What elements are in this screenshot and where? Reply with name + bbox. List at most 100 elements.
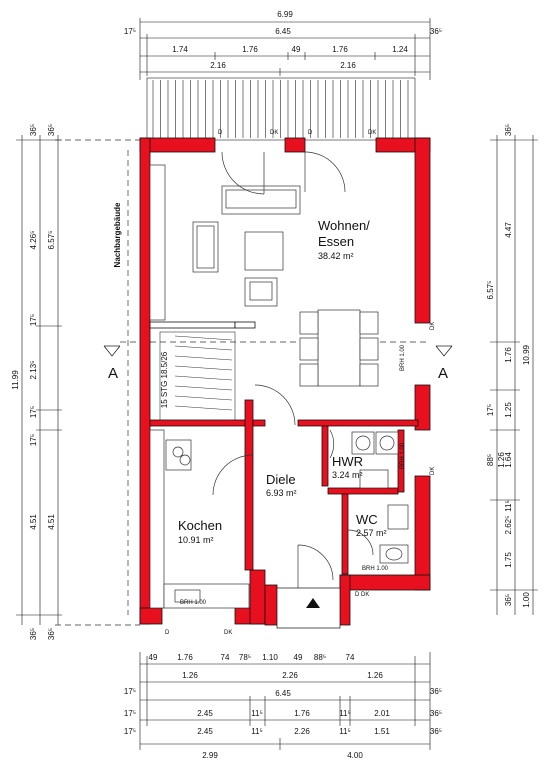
dim-right-7: 1.26 — [497, 452, 506, 468]
window-right-dk-2: DK — [430, 467, 436, 475]
hwr-fixtures — [351, 431, 399, 489]
neighbor-label: Nachbargebäude — [113, 202, 122, 267]
living-furniture — [149, 164, 379, 387]
dim-left-total: 11.99 — [11, 370, 20, 390]
stair-tread — [174, 365, 233, 371]
window-top-dk-1: DK — [270, 130, 278, 136]
dim-top-3-d: 1.76 — [332, 45, 348, 54]
section-label-left: A — [108, 365, 118, 382]
dim-bot-1-item: 49 — [149, 653, 158, 662]
brh-right-hwr: BRH 1.00 — [400, 442, 406, 469]
dim-top-2-right: 36⁵ — [430, 27, 442, 36]
neighbor-boundary — [55, 139, 430, 626]
room-wc-area: 2.57 m² — [356, 528, 387, 538]
dim-left-bot-b: 36⁵ — [47, 628, 56, 640]
right-dimensions — [490, 135, 538, 615]
top-dimensions — [139, 18, 431, 80]
dim-bot-5-e: 1.51 — [374, 727, 390, 736]
dim-bot-6-a: 2.99 — [202, 751, 218, 760]
dim-top-4-b: 2.16 — [340, 61, 356, 70]
entrance-arrow-icon — [306, 598, 320, 608]
dim-top-3-e: 1.24 — [392, 45, 408, 54]
room-diele-label: Diele — [266, 472, 296, 487]
dim-left-5: 17⁵ — [29, 406, 38, 418]
dim-right-5: 17⁵ — [486, 404, 495, 416]
dim-top-3-b: 1.76 — [242, 45, 258, 54]
window-bot-d: D — [165, 630, 170, 636]
dim-right-11: 11⁵ — [504, 500, 513, 512]
dim-top-3-c: 49 — [292, 45, 301, 54]
dim-top-2-left: 17⁵ — [124, 27, 136, 36]
window-wc-dk: DK — [361, 592, 369, 598]
dim-right-10: 1.75 — [504, 552, 513, 568]
dim-right-bot-b: 1.00 — [522, 592, 531, 608]
dim-bot-5-c: 2.26 — [294, 727, 310, 736]
dim-bot-4-right: 36⁵ — [430, 709, 442, 718]
dim-top-2: 6.45 — [275, 27, 291, 36]
dim-right-bot-a: 36⁵ — [504, 594, 513, 606]
dim-bot-1-item: 49 — [294, 653, 303, 662]
stair-tread — [174, 355, 233, 361]
wc-fixtures — [379, 504, 409, 564]
dim-bot-5-right: 36⁵ — [430, 727, 442, 736]
room-wohnen-area: 38.42 m² — [318, 251, 354, 261]
section-label-right: A — [438, 365, 448, 382]
kitchen-furniture — [149, 429, 250, 609]
dim-bot-4-b: 11⁵ — [251, 709, 263, 718]
room-wohnen-label-2: Essen — [318, 234, 354, 249]
dim-left-top-a: 36⁵ — [29, 124, 38, 136]
dim-bot-2-a: 1.26 — [182, 671, 198, 680]
dim-right-total: 10.99 — [522, 344, 531, 365]
dim-top-total: 6.99 — [277, 10, 293, 19]
dim-bot-1-item: 74 — [221, 653, 230, 662]
dim-bot-5-a: 2.45 — [197, 727, 213, 736]
window-top-dk-2: DK — [368, 130, 376, 136]
dim-bot-4-d: 11⁵ — [339, 709, 351, 718]
dim-bot-5-d: 11⁵ — [339, 727, 351, 736]
dim-left-8: 4.51 — [47, 514, 56, 530]
window-top-d-2: D — [308, 130, 313, 136]
dim-left-4: 2.13⁵ — [29, 361, 38, 380]
dim-right-1: 4.47 — [504, 222, 513, 238]
doors — [212, 151, 374, 588]
exterior-walls — [139, 137, 431, 626]
dim-bot-2-b: 2.26 — [282, 671, 298, 680]
room-diele-area: 6.93 m² — [266, 488, 297, 498]
dim-left-top-b: 36⁵ — [47, 124, 56, 136]
bottom-dimensions — [139, 652, 431, 750]
dim-bot-4-c: 1.76 — [294, 709, 310, 718]
stair-tread — [174, 385, 233, 391]
dim-top-3-a: 1.74 — [172, 45, 188, 54]
section-markers — [103, 345, 453, 357]
terrace-slats — [152, 80, 409, 138]
dim-left-bot-a: 36⁵ — [29, 628, 38, 640]
stair-tread — [174, 345, 233, 351]
dim-right-9: 2.62⁵ — [504, 516, 513, 535]
dim-bot-1-item: 1.10 — [262, 653, 278, 662]
stairs — [159, 331, 236, 421]
stair-label: 15 STG 18.5/26 — [160, 351, 169, 408]
dim-bot-6-b: 4.00 — [347, 751, 363, 760]
dim-right-6: 88⁵ — [486, 454, 495, 466]
dim-bot-3-left: 17⁵ — [124, 687, 136, 696]
brh-right-living: BRH 1.00 — [400, 344, 406, 371]
dim-right-4: 1.25 — [504, 402, 513, 418]
dim-bot-1-item: 78⁵ — [239, 653, 251, 662]
left-dimensions — [16, 135, 62, 625]
stair-tread — [174, 405, 233, 411]
window-wc-d: D — [355, 592, 360, 598]
dim-bot-4-a: 2.45 — [197, 709, 213, 718]
interior-walls — [149, 321, 419, 575]
dim-right-8: 1.64 — [504, 452, 513, 468]
dim-bot-1-item: 74 — [346, 653, 355, 662]
window-top-d-1: D — [218, 130, 223, 136]
dim-left-3: 17⁵ — [29, 314, 38, 326]
dim-bot-4-left: 17⁵ — [124, 709, 136, 718]
dim-bot-1-item: 1.76 — [177, 653, 193, 662]
stair-tread — [174, 395, 233, 401]
room-kochen-area: 10.91 m² — [178, 535, 214, 545]
dim-bot-5-left: 17⁵ — [124, 727, 136, 736]
